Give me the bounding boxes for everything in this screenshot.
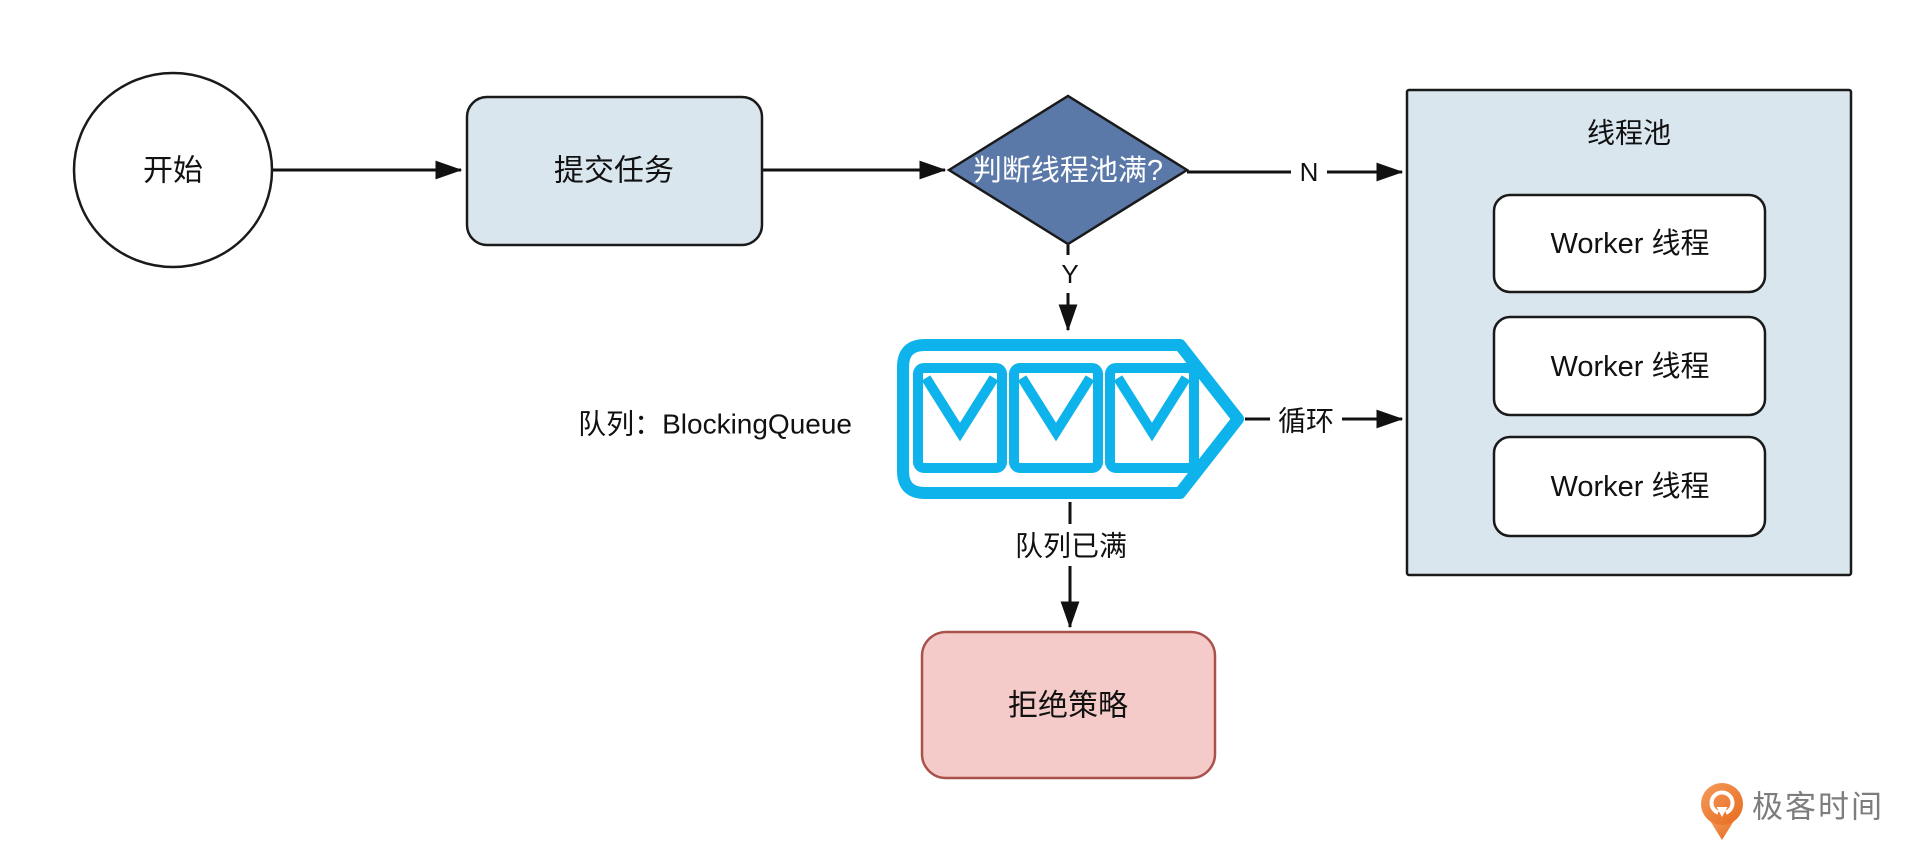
thread-pool: 线程池 Worker 线程 Worker 线程 Worker 线程: [1405, 88, 1853, 577]
decision-node: 判断线程池满?: [946, 94, 1190, 246]
worker-thread-1: Worker 线程: [1492, 193, 1767, 294]
reject-policy-box: [920, 630, 1217, 780]
edge-label-no-bg: [1291, 155, 1327, 189]
edge-label-yes: Y: [1051, 255, 1087, 293]
worker-thread-2-label: Worker 线程: [1551, 350, 1710, 383]
worker-thread-1-label: Worker 线程: [1551, 227, 1710, 260]
logo-ring: [1709, 790, 1735, 816]
worker-thread-1-box: [1492, 193, 1767, 294]
edge-label-no: N: [1291, 155, 1327, 189]
worker-thread-3-box: [1492, 435, 1767, 538]
edge-label-yes-bg: [1051, 255, 1087, 293]
envelope-3-flap: [1113, 375, 1191, 442]
envelope-2-flap: [1017, 375, 1095, 442]
worker-thread-3: Worker 线程: [1492, 435, 1767, 538]
submit-task-node: 提交任务: [465, 95, 764, 247]
edge-label-loop-bg: [1270, 401, 1342, 438]
geektime-logo-text: 极客时间: [1752, 790, 1884, 825]
reject-policy-label: 拒绝策略: [1008, 690, 1128, 723]
decision-label: 判断线程池满?: [973, 154, 1163, 187]
worker-thread-2-box: [1492, 315, 1767, 417]
decision-diamond: [946, 94, 1190, 246]
edge-label-queue-full-bg: [1000, 524, 1142, 566]
blocking-queue-icon: [897, 339, 1244, 499]
edge-label-queue-full-text: 队列已满: [1015, 531, 1127, 562]
logo-ring-arrow: [1716, 807, 1728, 817]
edge-label-queue-full: 队列已满: [1000, 524, 1142, 566]
submit-task-box: [465, 95, 764, 247]
envelope-icon-2: [1009, 363, 1103, 473]
logo-pin-circle: [1701, 783, 1743, 825]
edge-label-no-text: N: [1300, 157, 1319, 187]
geektime-logo: 极客时间: [1701, 783, 1884, 840]
start-ellipse: [72, 71, 274, 269]
logo-pin-tail: [1709, 819, 1735, 840]
reject-policy-node: 拒绝策略: [920, 630, 1217, 780]
envelope-icon-3: [1105, 363, 1199, 473]
start-node: 开始: [72, 71, 274, 269]
edge-label-loop-text: 循环: [1278, 406, 1334, 437]
edge-label-loop: 循环: [1270, 401, 1342, 438]
edge-label-yes-text: Y: [1061, 259, 1078, 289]
envelope-1-flap: [921, 375, 999, 442]
queue-label: 队列：BlockingQueue: [578, 409, 852, 440]
geektime-logo-icon: [1701, 783, 1743, 840]
start-label: 开始: [143, 155, 203, 188]
worker-thread-2: Worker 线程: [1492, 315, 1767, 417]
thread-pool-title: 线程池: [1587, 118, 1671, 149]
worker-thread-3-label: Worker 线程: [1551, 470, 1710, 503]
submit-task-label: 提交任务: [554, 155, 674, 188]
envelope-icon-1: [913, 363, 1007, 473]
